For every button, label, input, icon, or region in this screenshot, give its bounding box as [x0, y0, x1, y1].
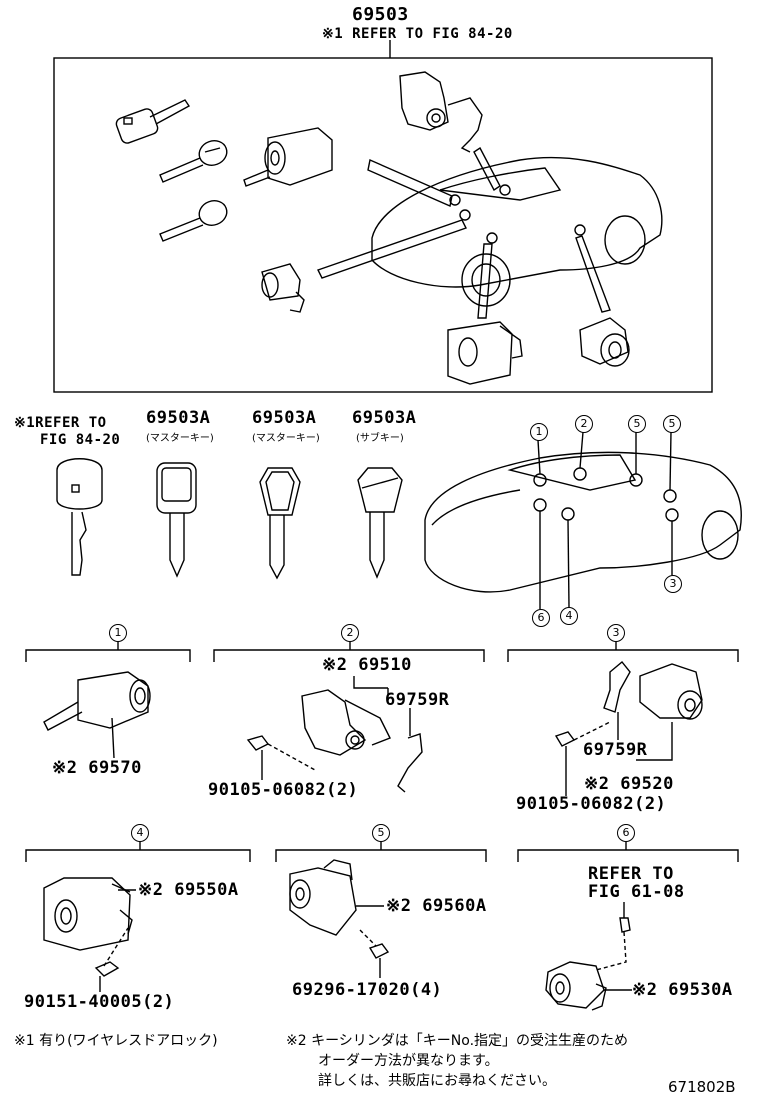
top-car: [371, 156, 663, 307]
car-callout-3: 3: [664, 575, 682, 593]
key-master-b: [259, 467, 301, 580]
keys-refer-line2: FIG 84-20: [40, 432, 121, 448]
s6-part-number: ※2 69530A: [632, 980, 733, 1000]
key-b-label: (マスターキー): [252, 433, 320, 444]
s3-part-b: ※2 69520: [584, 774, 674, 794]
top-lock-mech: [399, 71, 483, 153]
top-frame: [53, 57, 713, 393]
s2-bolt: 90105-06082(2): [208, 780, 359, 800]
s4-part-number: ※2 69550A: [138, 880, 239, 900]
car-callout-6: 6: [532, 609, 550, 627]
s3-bolt: 90105-06082(2): [516, 794, 667, 814]
section-5-number: 5: [372, 824, 390, 842]
section-3-number: 3: [607, 624, 625, 642]
s2-part-a: ※2 69510: [322, 655, 412, 675]
key-a-label: (マスターキー): [146, 433, 214, 444]
car-callout-5a: 5: [628, 415, 646, 433]
section-4-number: 4: [131, 824, 149, 842]
top-refer-note: ※1 REFER TO FIG 84-20: [322, 26, 513, 42]
footnote-1: ※1 有り(ワイヤレスドアロック): [14, 1033, 218, 1049]
s2-lock-assembly: [246, 676, 423, 793]
top-key-2: [159, 140, 228, 183]
middle-car: [424, 451, 742, 593]
key-remote: [56, 458, 103, 576]
top-key-1: [115, 99, 191, 144]
footnote-2-line3: 詳しくは、共販店にお尋ねください。: [318, 1073, 556, 1089]
section-1-number: 1: [109, 624, 127, 642]
figure-id: 671802B: [668, 1078, 736, 1096]
key-a-part-number: 69503A: [146, 408, 211, 428]
key-sub: [357, 467, 403, 579]
s2-part-b: 69759R: [385, 690, 450, 710]
s3-lock-assembly: [554, 661, 703, 796]
s6-refer-line2: FIG 61-08: [588, 882, 685, 902]
key-c-label: (サブキー): [356, 433, 404, 444]
top-key-3: [159, 200, 228, 242]
top-glovebox-cylinder: [447, 321, 523, 385]
s3-part-a: 69759R: [583, 740, 648, 760]
key-b-part-number: 69503A: [252, 408, 317, 428]
car-callout-1: 1: [530, 423, 548, 441]
s1-ignition-cylinder: [43, 671, 151, 759]
s6-refer-line1: REFER TO: [588, 864, 674, 884]
keys-refer-line1: ※1REFER TO: [14, 415, 107, 431]
section-6-number: 6: [617, 824, 635, 842]
s1-part-number: ※2 69570: [52, 758, 142, 778]
key-master-a: [156, 462, 197, 578]
top-door-cylinder: [579, 317, 630, 367]
s4-bolt: 90151-40005(2): [24, 992, 175, 1012]
top-ignition-cylinder: [243, 127, 333, 187]
footnote-2-line1: ※2 キーシリンダは「キーNo.指定」の受注生産のため: [286, 1033, 629, 1049]
footnote-2-line2: オーダー方法が異なります。: [318, 1053, 499, 1069]
s5-part-number: ※2 69560A: [386, 896, 487, 916]
car-callout-2: 2: [575, 415, 593, 433]
car-callout-4: 4: [560, 607, 578, 625]
key-c-part-number: 69503A: [352, 408, 417, 428]
s6-door-cylinder: [545, 902, 632, 1011]
car-callout-5b: 5: [663, 415, 681, 433]
s4-glovebox-cylinder: [43, 877, 136, 992]
s5-bolt: 69296-17020(4): [292, 980, 443, 1000]
top-trunk-cylinder: [261, 263, 305, 313]
top-part-number: 69503: [352, 4, 409, 25]
s5-trunk-cylinder: [289, 859, 390, 978]
section-2-number: 2: [341, 624, 359, 642]
